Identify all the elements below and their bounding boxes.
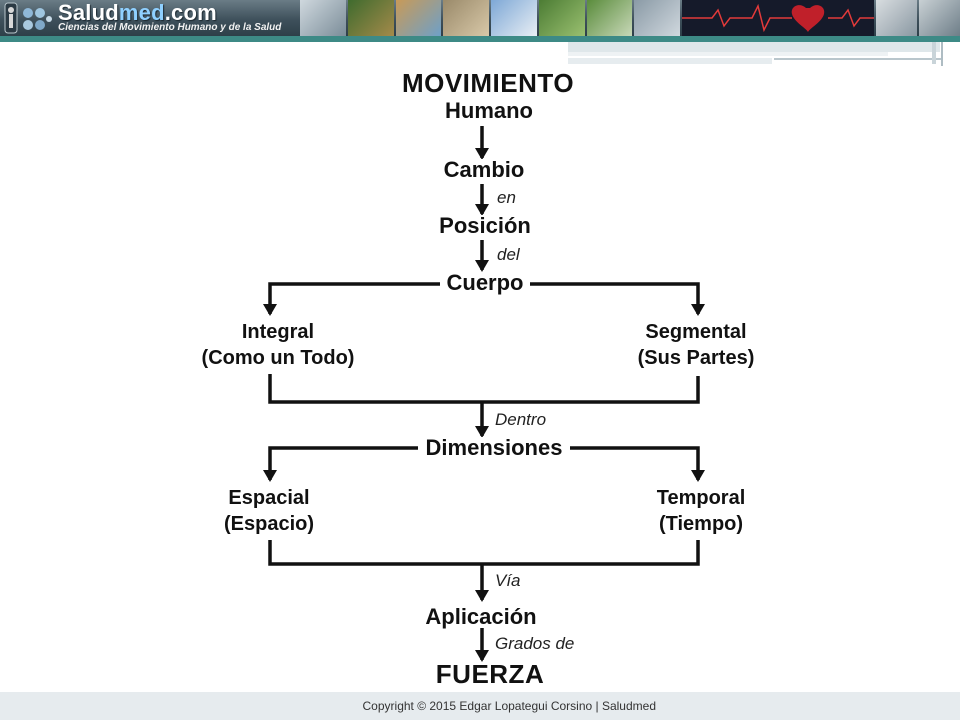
node-posicion: Posición [433, 215, 537, 237]
copyright-notice: Copyright © 2015 Edgar Lopategui Corsino… [362, 699, 656, 713]
node-segmental: Segmental [645, 321, 747, 343]
node-fuerza: FUERZA [435, 659, 545, 689]
dancer-photo [491, 0, 537, 36]
arrow-dimensiones-espacial [263, 446, 418, 482]
footer-bar [0, 692, 960, 720]
connector-en: en [497, 188, 516, 207]
connector-via: Vía [495, 571, 521, 590]
node-cambio: Cambio [437, 159, 531, 181]
arrow-cuerpo-segmental [530, 282, 705, 316]
brand-name[interactable]: Saludmed.com [58, 0, 217, 25]
merge-bracket-body [268, 374, 700, 404]
node-espacial: Espacial [228, 487, 310, 509]
treadmill-photo [876, 0, 917, 36]
node-integral: Integral [241, 321, 315, 343]
runner-photo [300, 0, 346, 36]
header-decoration [774, 58, 942, 60]
node-temporal: Temporal [656, 487, 746, 509]
beach-photo [395, 0, 442, 36]
connector-grados-de: Grados de [495, 634, 575, 653]
node-temporal-detail: (Tiempo) [658, 513, 744, 535]
stretch-photo [586, 0, 633, 36]
heartbeat-icon [682, 0, 874, 36]
connector-del: del [497, 245, 520, 264]
photo-strip-right [876, 0, 960, 36]
header-decoration [941, 42, 943, 66]
header-decoration [568, 58, 772, 64]
soccer-photo [538, 0, 585, 36]
team-photo [443, 0, 489, 36]
field-photo [347, 0, 394, 36]
photo-strip [300, 0, 680, 36]
header-banner: Saludmed.com Ciencias del Movimiento Hum… [0, 0, 960, 36]
node-espacial-detail: (Espacio) [223, 513, 315, 535]
title-movimiento: MOVIMIENTO [401, 68, 575, 98]
walker-photo [919, 0, 960, 36]
arrow-dimensiones-temporal [570, 446, 705, 482]
node-integral-detail: (Como un Todo) [201, 347, 355, 369]
saludmed-logo-icon [4, 2, 52, 34]
header-accent-bar [0, 36, 960, 42]
merge-bracket-dimensions [268, 540, 700, 566]
node-cuerpo: Cuerpo [440, 272, 530, 294]
gym-photo [634, 0, 680, 36]
header-decoration [568, 42, 940, 52]
connector-dentro: Dentro [495, 410, 547, 429]
brand-tagline: Ciencias del Movimiento Humano y de la S… [58, 22, 282, 33]
node-dimensiones: Dimensiones [419, 437, 569, 459]
title-humano: Humano [445, 98, 533, 123]
arrow-cuerpo-integral [263, 282, 440, 316]
node-segmental-detail: (Sus Partes) [637, 347, 755, 369]
node-aplicacion: Aplicación [419, 606, 543, 628]
header-decoration [932, 42, 936, 64]
header-decoration [568, 52, 888, 56]
